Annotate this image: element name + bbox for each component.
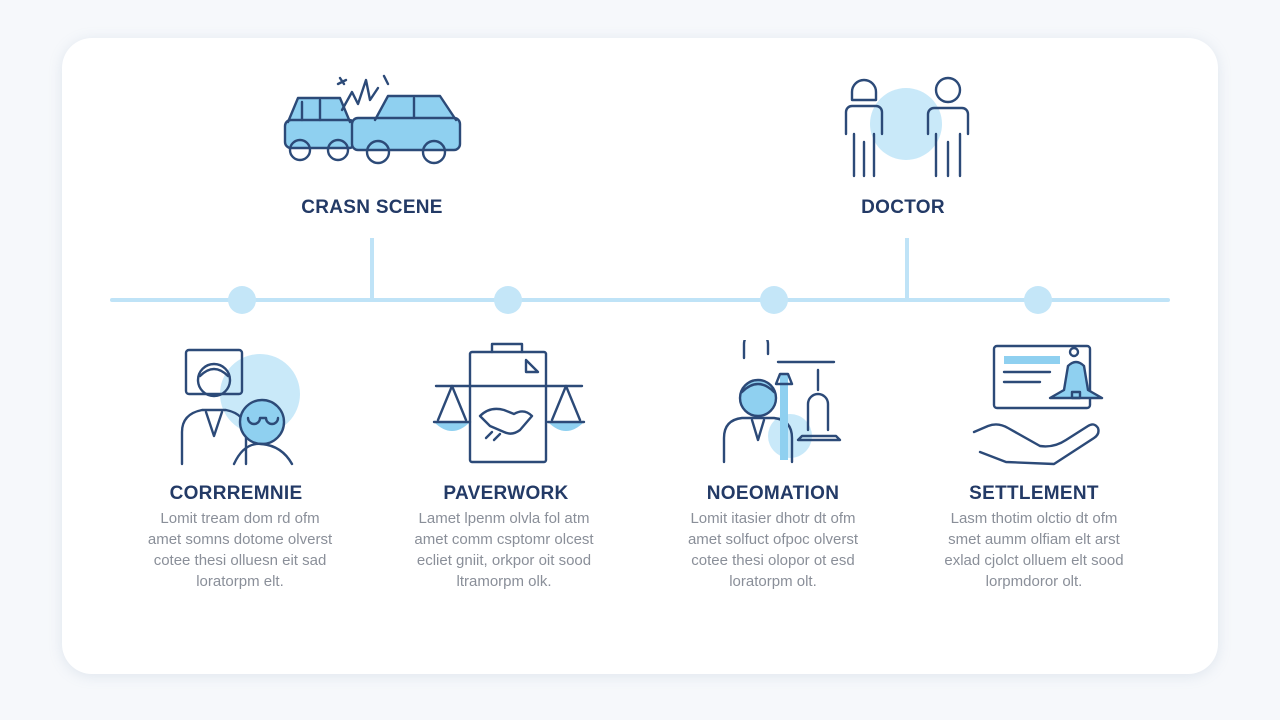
step-desc-3: Lomit itasier dhotr dt ofm amet solfuct … bbox=[643, 508, 903, 592]
step-title-3: NOEOMATION bbox=[706, 483, 840, 504]
desc-line: exlad cjolct olluem elt sood bbox=[944, 552, 1124, 569]
people-icon bbox=[844, 76, 970, 178]
step-title-2: PAVERWORK bbox=[443, 483, 569, 504]
doctor-patient-icon bbox=[180, 348, 300, 466]
step-title-1: CORRREMNIE bbox=[169, 483, 303, 504]
desc-line: ecliet gniit, orkpor oit sood bbox=[416, 552, 592, 569]
desc-line: cotee thesi olluesn eit sad bbox=[153, 552, 327, 569]
desc-line: Lamet lpenm olvla fol atm bbox=[418, 510, 590, 527]
desc-line: Lasm thotim olctio dt ofm bbox=[950, 510, 1118, 527]
desc-line: cotee thesi olopor ot esd bbox=[691, 552, 855, 569]
car-crash-icon bbox=[283, 74, 462, 165]
desc-line: Lomit tream dom rd ofm bbox=[160, 510, 320, 527]
desc-line: loratorpm elt. bbox=[196, 573, 284, 590]
step-title-4: SETTLEMENT bbox=[969, 483, 1099, 504]
timeline-dot-1 bbox=[228, 286, 256, 314]
desc-line: smet aumm olfiam elt arst bbox=[948, 531, 1120, 548]
desc-line: amet somns dotome olverst bbox=[147, 531, 333, 548]
step-desc-1: Lomit tream dom rd ofm amet somns dotome… bbox=[110, 508, 370, 592]
timeline-line bbox=[110, 298, 1170, 302]
step-desc-2: Lamet lpenm olvla fol atm amet comm cspt… bbox=[374, 508, 634, 592]
negotiation-icon bbox=[722, 340, 842, 464]
desc-line: lorpmdoror olt. bbox=[985, 573, 1083, 590]
timeline-dot-2 bbox=[494, 286, 522, 314]
connector-crash-scene bbox=[370, 238, 374, 300]
desc-line: Lomit itasier dhotr dt ofm bbox=[690, 510, 856, 527]
desc-line: amet comm csptomr olcest bbox=[414, 531, 594, 548]
step-title-doctor: DOCTOR bbox=[861, 197, 945, 218]
desc-line: loratorpm olt. bbox=[729, 573, 817, 590]
step-desc-4: Lasm thotim olctio dt ofm smet aumm olfi… bbox=[904, 508, 1164, 592]
timeline-dot-3 bbox=[760, 286, 788, 314]
desc-line: amet solfuct ofpoc olverst bbox=[687, 531, 859, 548]
settlement-icon bbox=[972, 344, 1104, 466]
desc-line: ltramorpm olk. bbox=[456, 573, 552, 590]
timeline-dot-4 bbox=[1024, 286, 1052, 314]
connector-doctor bbox=[905, 238, 909, 300]
step-title-crash-scene: CRASN SCENE bbox=[301, 197, 443, 218]
legal-paperwork-icon bbox=[432, 342, 586, 464]
